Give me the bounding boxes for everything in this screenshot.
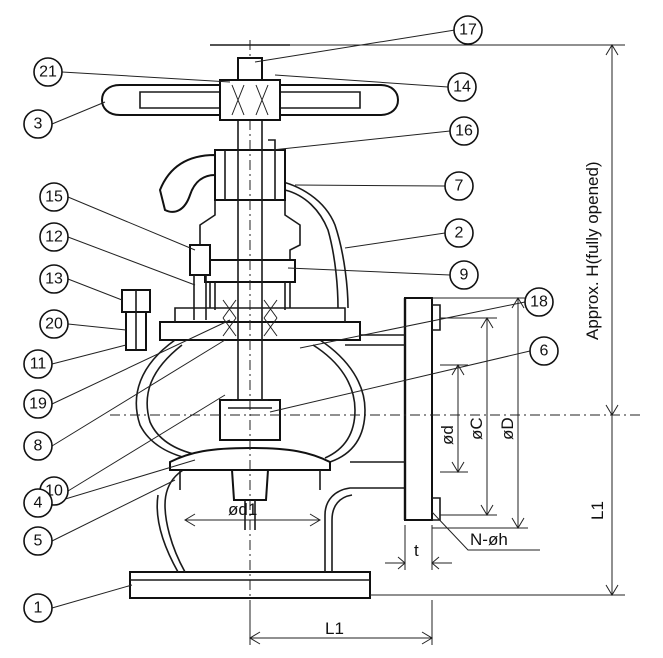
handwheel xyxy=(100,44,400,121)
dim-t: t xyxy=(414,541,419,560)
callout-13: 13 xyxy=(39,264,69,294)
callout-13-label: 13 xyxy=(45,271,63,288)
dim-height: Approx. H(fully opened) xyxy=(583,161,602,340)
stem xyxy=(222,40,278,640)
callout-8: 8 xyxy=(23,431,53,461)
valve-body xyxy=(129,297,441,599)
callout-19-label: 19 xyxy=(29,396,47,413)
callout-leaders xyxy=(51,29,531,609)
callout-5-label: 5 xyxy=(34,533,43,550)
callout-6-label: 6 xyxy=(540,343,549,360)
callout-14-label: 14 xyxy=(453,79,471,96)
callout-19: 19 xyxy=(23,389,53,419)
callout-9: 9 xyxy=(449,260,479,290)
callout-12: 12 xyxy=(39,222,69,252)
dim-d: ød xyxy=(438,425,457,445)
callout-1-label: 1 xyxy=(34,600,43,617)
callout-4-label: 4 xyxy=(34,495,43,512)
dimension-labels: Approx. H(fully opened) ød øC øD ød1 t N… xyxy=(228,161,607,638)
callout-18-label: 18 xyxy=(530,294,548,311)
bolts xyxy=(121,244,211,351)
callout-2: 2 xyxy=(444,218,474,248)
callout-21-label: 21 xyxy=(39,64,57,81)
callout-15: 15 xyxy=(39,182,69,212)
callout-6: 6 xyxy=(529,336,559,366)
callout-11-label: 11 xyxy=(30,356,47,373)
callout-9-label: 9 xyxy=(460,267,469,284)
callout-17: 17 xyxy=(453,15,483,45)
callout-20-label: 20 xyxy=(45,316,63,333)
callout-14: 14 xyxy=(447,72,477,102)
callout-21: 21 xyxy=(33,57,63,87)
dim-d1: ød1 xyxy=(228,500,257,519)
bonnet xyxy=(158,139,349,310)
callout-3: 3 xyxy=(23,109,53,139)
dimension-lines xyxy=(110,44,640,645)
dim-l1-horizontal: L1 xyxy=(325,619,344,638)
dim-holes: N-øh xyxy=(470,530,508,549)
dim-l1-vertical: L1 xyxy=(588,501,607,520)
callout-12-label: 12 xyxy=(45,229,63,246)
dim-c: øC xyxy=(467,417,486,440)
callout-11: 11 xyxy=(23,349,53,379)
callout-17-label: 17 xyxy=(459,22,477,39)
callout-18: 18 xyxy=(524,287,554,317)
callout-20: 20 xyxy=(39,309,69,339)
callout-15-label: 15 xyxy=(45,189,63,206)
callout-3-label: 3 xyxy=(34,116,43,133)
callout-7-label: 7 xyxy=(455,178,464,195)
callout-4: 4 xyxy=(23,488,53,518)
callout-2-label: 2 xyxy=(455,225,464,242)
callout-7: 7 xyxy=(444,171,474,201)
callout-1: 1 xyxy=(23,593,53,623)
dim-D: øD xyxy=(498,417,517,440)
callout-16: 16 xyxy=(449,116,479,146)
callout-16-label: 16 xyxy=(455,123,473,140)
callout-5: 5 xyxy=(23,526,53,556)
callout-8-label: 8 xyxy=(34,438,43,455)
